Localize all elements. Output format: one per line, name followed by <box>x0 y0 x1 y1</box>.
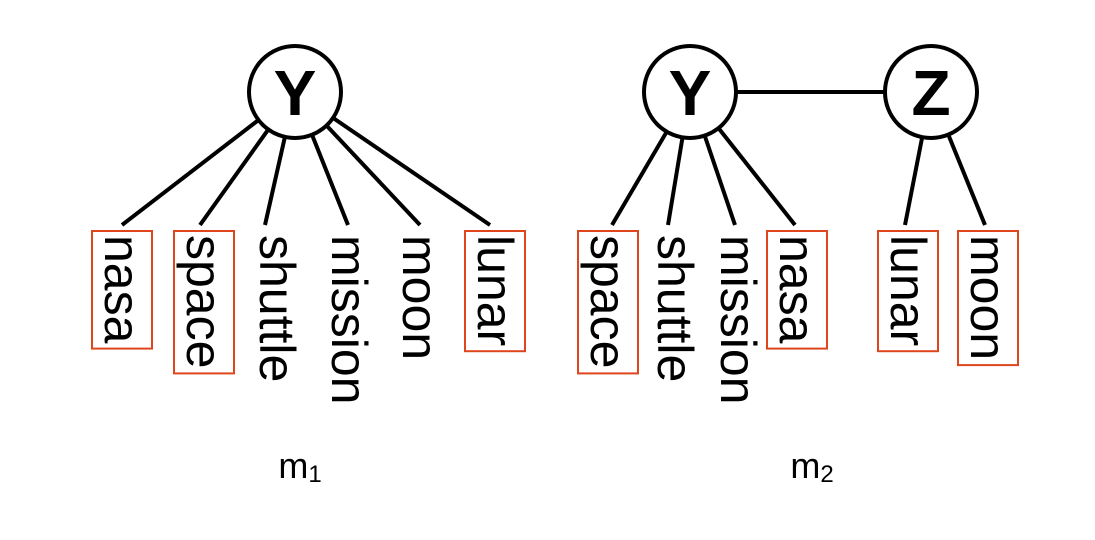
edge-Y-space <box>610 130 669 227</box>
node-label: Y <box>274 57 317 129</box>
highlight-box <box>464 230 526 353</box>
edge-Y-nasa <box>716 126 797 227</box>
word-nasa: nasa <box>766 230 828 350</box>
node-circle <box>642 44 738 140</box>
node-y: Y <box>642 44 738 140</box>
node-label: Y <box>669 57 712 129</box>
node-circle <box>883 44 979 140</box>
edge-Y-moon <box>325 124 422 227</box>
edge-Y-space <box>198 128 270 227</box>
model-label: m1 <box>278 445 321 488</box>
model-label-subscript: 2 <box>820 461 833 488</box>
word-space: space <box>173 230 235 375</box>
model-label-letter: m <box>790 445 820 486</box>
highlight-box <box>877 230 939 353</box>
word-shuttle: shuttle <box>249 235 305 382</box>
word-label: space <box>176 235 232 368</box>
word-label: moon <box>960 235 1016 360</box>
highlight-box <box>173 230 235 375</box>
word-label: space <box>580 235 636 368</box>
word-label: mission <box>710 235 766 404</box>
word-shuttle: shuttle <box>647 235 703 382</box>
word-mission: mission <box>321 235 377 404</box>
edge-Y-nasa <box>120 118 260 227</box>
word-label: shuttle <box>647 235 703 382</box>
word-label: nasa <box>94 235 150 344</box>
model-label-letter: m <box>278 445 308 486</box>
model-label: m2 <box>790 445 833 488</box>
word-space: space <box>577 230 639 375</box>
word-lunar: lunar <box>464 230 526 353</box>
highlight-box <box>957 230 1019 367</box>
node-z: Z <box>883 44 979 140</box>
highlight-box <box>766 230 828 350</box>
node-y: Y <box>247 44 343 140</box>
word-label: lunar <box>467 235 523 346</box>
edge-Y-mission <box>310 133 350 226</box>
edge-Z-moon <box>946 133 987 226</box>
word-mission: mission <box>710 235 766 404</box>
edge-Y-shuttle <box>263 136 287 226</box>
word-moon: moon <box>392 235 448 360</box>
word-nasa: nasa <box>91 230 153 350</box>
word-lunar: lunar <box>877 230 939 353</box>
edge-Y-mission <box>702 134 737 226</box>
word-label: nasa <box>769 235 825 344</box>
word-label: shuttle <box>249 235 305 382</box>
node-circle <box>247 44 343 140</box>
highlight-box <box>91 230 153 350</box>
word-label: moon <box>392 235 448 360</box>
word-label: mission <box>321 235 377 404</box>
node-label: Z <box>911 57 950 129</box>
edge-Y-shuttle <box>666 137 685 226</box>
word-label: lunar <box>880 235 936 346</box>
edge-Y-lunar <box>331 116 492 227</box>
word-moon: moon <box>957 230 1019 367</box>
model-label-subscript: 1 <box>308 461 321 488</box>
edge-Z-lunar <box>903 136 925 226</box>
highlight-box <box>577 230 639 375</box>
